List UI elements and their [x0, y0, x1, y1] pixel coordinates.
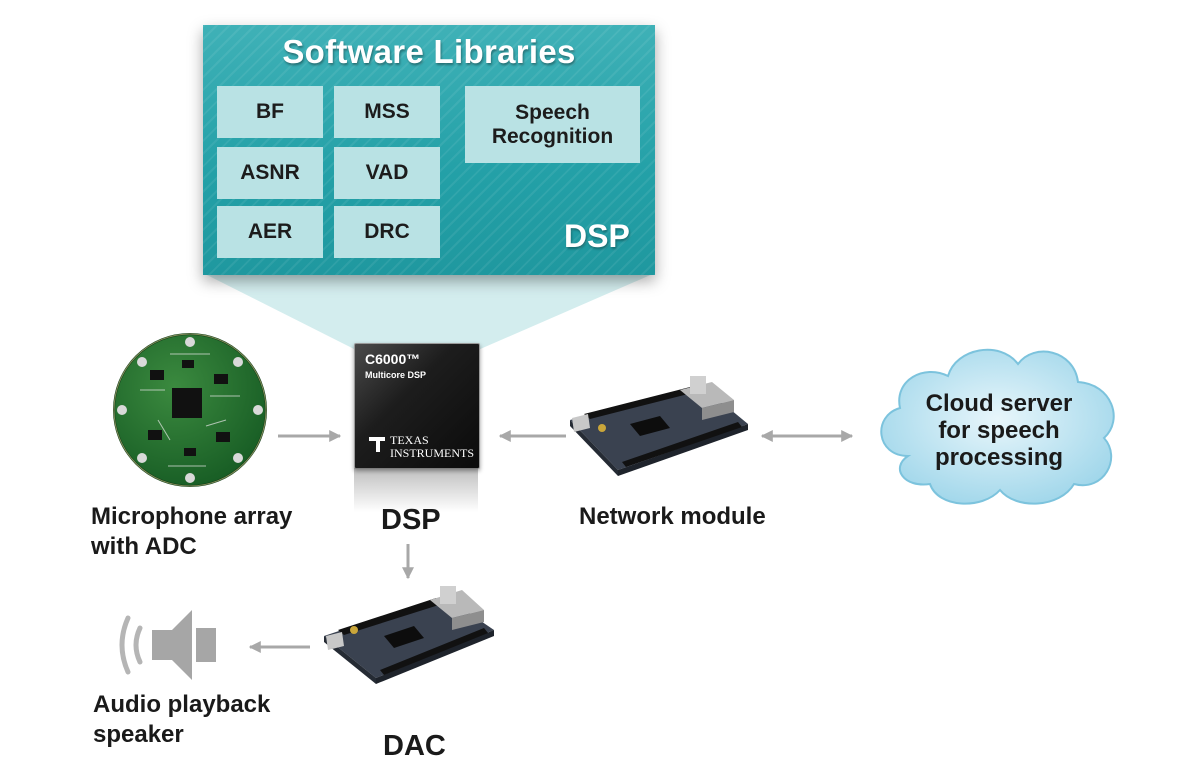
network-module-board-image — [570, 376, 748, 476]
chip-brand-line1: Texas — [390, 433, 429, 447]
chip-brand-line2: Instruments — [390, 446, 475, 460]
cloud-server-image — [880, 348, 1115, 505]
microphone-array-label: Microphone array with ADC — [91, 503, 293, 560]
panel-dsp-label: DSP — [564, 218, 630, 254]
library-speech-recognition: Speech Recognition — [465, 86, 640, 163]
audio-playback-speaker-label: Audio playback speaker — [93, 691, 271, 748]
dsp-label: DSP — [381, 504, 441, 536]
chip-name: C6000™ — [365, 351, 421, 367]
speaker-icon — [119, 610, 216, 680]
chip-subtitle: Multicore DSP — [365, 370, 427, 380]
network-module-label: Network module — [579, 503, 766, 530]
software-libraries-title: Software Libraries — [282, 33, 576, 70]
ti-logo-icon — [369, 437, 385, 452]
library-asnr: ASNR — [217, 147, 323, 199]
c6000-dsp-chip: C6000™ Multicore DSP Texas Instruments — [354, 343, 480, 469]
library-drc: DRC — [334, 206, 440, 258]
dac-label: DAC — [383, 730, 446, 762]
cloud-server-label: Cloud server for speech processing — [925, 390, 1073, 471]
library-mss: MSS — [334, 86, 440, 138]
microphone-array-board-image — [113, 333, 267, 487]
chip-reflection — [354, 468, 478, 512]
library-aer: AER — [217, 206, 323, 258]
library-bf: BF — [217, 86, 323, 138]
dac-board-image — [324, 586, 494, 684]
library-vad: VAD — [334, 147, 440, 199]
software-libraries-panel: Software Libraries BF MSS ASNR VAD AER D… — [203, 25, 655, 275]
